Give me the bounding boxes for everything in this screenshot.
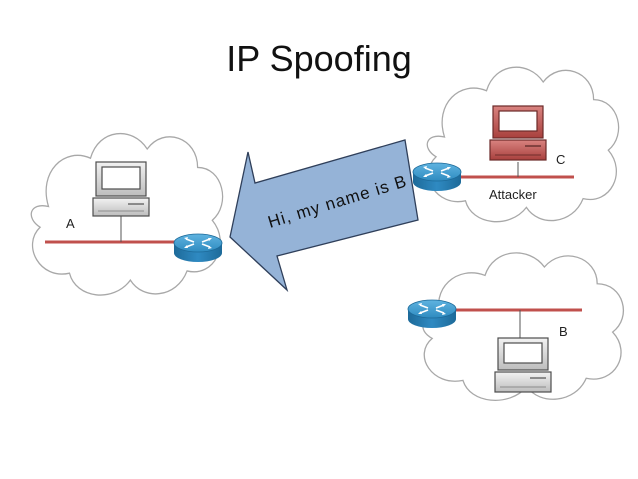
network-cloud-b: B bbox=[407, 252, 625, 401]
spoofed-message-arrow: Hi, my name is B bbox=[229, 139, 419, 293]
attacker-label: Attacker bbox=[489, 187, 537, 202]
computer-icon bbox=[92, 161, 150, 217]
router-icon bbox=[173, 233, 223, 263]
network-cloud-a: A bbox=[30, 132, 224, 296]
node-label-b: B bbox=[559, 324, 568, 339]
page-title: IP Spoofing bbox=[226, 38, 412, 79]
node-label-a: A bbox=[66, 216, 75, 231]
arrow-icon bbox=[229, 139, 419, 293]
router-icon bbox=[412, 162, 462, 192]
computer-icon bbox=[494, 337, 552, 393]
router-icon bbox=[407, 299, 457, 329]
network-cloud-c: C Attacker bbox=[412, 66, 620, 223]
computer-icon bbox=[489, 105, 547, 161]
node-label-c: C bbox=[556, 152, 565, 167]
